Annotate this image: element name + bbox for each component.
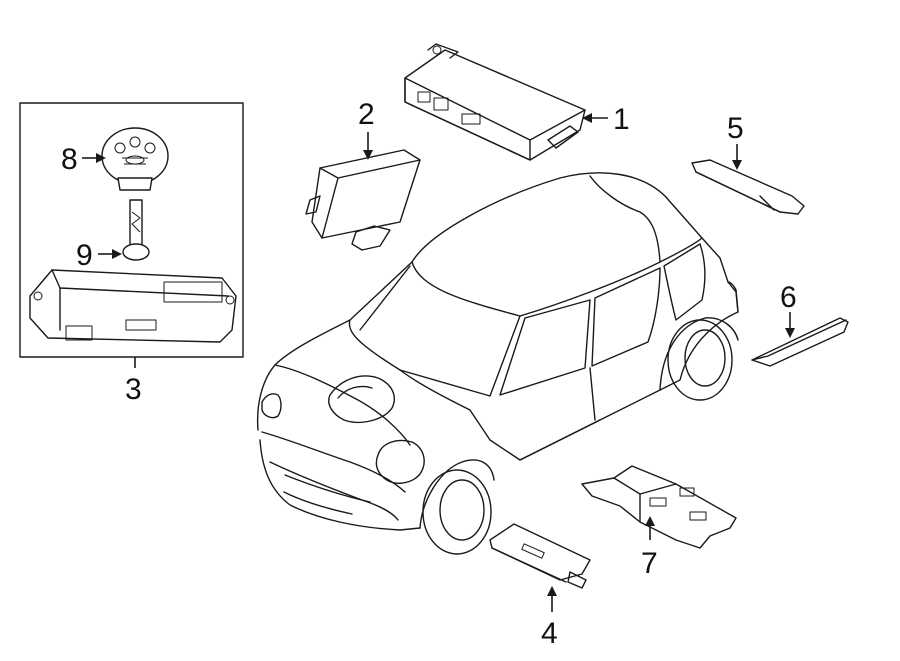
callout-2: 2 bbox=[358, 98, 375, 160]
callout-2-label: 2 bbox=[358, 98, 375, 131]
callout-3-label: 3 bbox=[125, 373, 142, 406]
callout-1-label: 1 bbox=[613, 103, 630, 136]
vehicle-outline bbox=[256, 172, 739, 555]
callout-9: 9 bbox=[76, 239, 122, 272]
key-fob bbox=[101, 127, 169, 191]
callout-4-label: 4 bbox=[541, 617, 558, 650]
callout-7: 7 bbox=[641, 516, 658, 580]
callout-1: 1 bbox=[582, 103, 630, 136]
callout-7-label: 7 bbox=[641, 547, 658, 580]
callout-4: 4 bbox=[541, 586, 558, 650]
callout-3: 3 bbox=[125, 357, 142, 406]
callout-6: 6 bbox=[780, 281, 797, 338]
callout-8: 8 bbox=[61, 143, 106, 176]
callout-8-label: 8 bbox=[61, 143, 78, 176]
part-3-kit-box bbox=[19, 102, 244, 358]
callout-9-label: 9 bbox=[76, 239, 93, 272]
part-7-bracket bbox=[581, 465, 737, 549]
callout-5-label: 5 bbox=[727, 112, 744, 145]
part-6-antenna bbox=[751, 317, 849, 367]
part-5-antenna bbox=[691, 159, 805, 215]
key-blade bbox=[122, 199, 150, 261]
callout-5: 5 bbox=[727, 112, 744, 170]
part-4-antenna bbox=[489, 523, 591, 589]
callout-6-label: 6 bbox=[780, 281, 797, 314]
part-1-control-module bbox=[404, 43, 586, 161]
part-3-module bbox=[29, 269, 237, 343]
part-2-control-module bbox=[305, 149, 421, 251]
